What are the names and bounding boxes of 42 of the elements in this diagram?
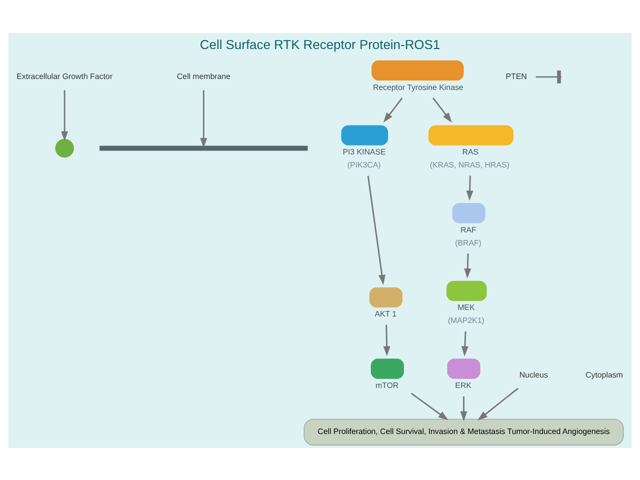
node-label: AKT 1 <box>374 309 397 318</box>
arrow <box>464 253 472 278</box>
node-label: mTOR <box>375 380 399 390</box>
node-box <box>369 286 402 307</box>
node-band <box>100 145 308 150</box>
node-box <box>372 60 464 80</box>
node-box <box>446 280 487 301</box>
node-box <box>447 358 480 378</box>
arrow <box>383 324 390 356</box>
node-box <box>370 358 404 378</box>
node-label: (MAP2K1) <box>448 316 484 325</box>
node-label: (KRAS, NRAS, HRAS) <box>430 160 510 170</box>
node-text: Nucleus <box>519 370 548 379</box>
arrow <box>460 396 468 421</box>
arrow <box>367 175 386 284</box>
node-label: MEK <box>458 302 475 312</box>
node-text: PTEN <box>506 71 527 80</box>
label: Cytoplasm <box>586 370 623 379</box>
arrow <box>383 96 403 122</box>
arrow <box>461 330 468 356</box>
node-label: (BRAF) <box>455 238 482 247</box>
node-label: RAS <box>462 147 479 156</box>
node-label: RAF <box>460 224 476 234</box>
arrow <box>61 90 68 141</box>
arrow <box>466 175 474 200</box>
node-text: Extracellular Growth Factor <box>16 71 112 80</box>
node-text: Cell membrane <box>176 71 230 80</box>
node-label: Receptor Tyrosine Kinase <box>372 82 464 92</box>
node-label: ERK <box>455 380 472 390</box>
arrow <box>200 90 208 148</box>
arrow <box>410 392 448 420</box>
node-box: Cell Proliferation, Cell Survival, Invasion & Metastasis Tumor-Induced Angiogenesis <box>304 418 624 445</box>
diagram-title: Cell Surface RTK Receptor Protein-ROS1 <box>200 36 440 52</box>
node-box <box>452 202 486 223</box>
node-box <box>341 124 388 145</box>
arrow <box>478 387 519 420</box>
node-label: PI3 KINASE <box>342 147 386 156</box>
arrow <box>432 96 452 122</box>
node-box <box>428 124 514 145</box>
node-circle <box>55 138 74 158</box>
node-label: (PIK3CA) <box>347 160 381 170</box>
connector <box>536 76 562 78</box>
